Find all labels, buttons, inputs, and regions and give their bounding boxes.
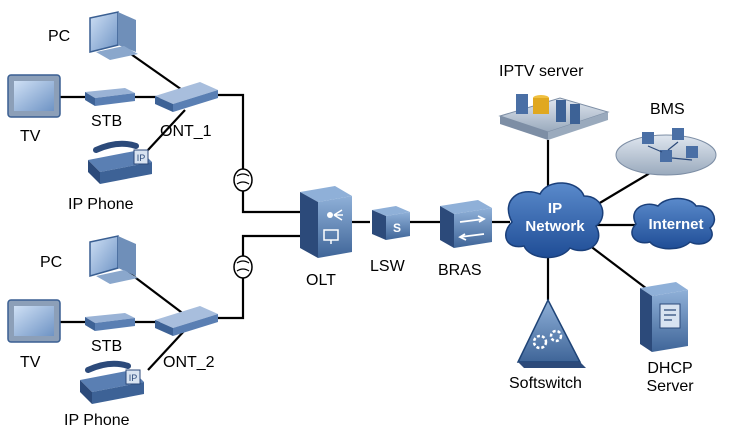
bras-icon: [440, 200, 492, 248]
lsw-label: LSW: [370, 258, 405, 275]
ip-network-cloud-icon: [505, 182, 604, 259]
lsw-icon: S: [372, 206, 410, 240]
tv-icon: [7, 299, 61, 343]
olt-label: OLT: [306, 272, 336, 289]
olt-icon: [300, 186, 352, 258]
pc-icon: [89, 11, 138, 60]
lsw-glyph: S: [393, 221, 401, 235]
ip-phone-label-top: IP Phone: [68, 196, 134, 213]
optical-splitter-icon: [233, 168, 253, 192]
ont-label-bottom: ONT_2: [163, 354, 215, 371]
pc-label-bottom: PC: [40, 254, 63, 271]
pc-label-top: PC: [48, 28, 71, 45]
softswitch-label: Softswitch: [509, 375, 582, 392]
bms-label: BMS: [650, 101, 685, 118]
ip-phone-label-bottom: IP Phone: [64, 412, 130, 429]
svg-text:IP: IP: [129, 373, 138, 383]
ip-network-label-line1: IP: [547, 200, 563, 217]
ip-phone-icon: IP: [80, 360, 144, 404]
internet-cloud-icon: [631, 197, 716, 250]
stb-icon: [85, 88, 135, 106]
stb-label-bottom: STB: [91, 338, 123, 355]
ip-network-label-line2: Network: [525, 218, 585, 235]
ont-icon: [155, 306, 218, 336]
dhcp-server-icon: [640, 282, 688, 352]
softswitch-icon: [516, 298, 586, 368]
dhcp-label-line2: Server: [646, 378, 694, 395]
internet-label: Internet: [648, 216, 704, 233]
ont-label-top: ONT_1: [160, 123, 212, 140]
ip-phone-icon: IP: [88, 140, 152, 184]
bras-label: BRAS: [438, 262, 482, 279]
pc-icon: [89, 235, 138, 284]
dhcp-label-line1: DHCP: [647, 360, 693, 377]
tv-label-top: TV: [20, 128, 41, 145]
svg-text:IP: IP: [137, 153, 146, 163]
tv-label-bottom: TV: [20, 354, 41, 371]
stb-label-top: STB: [91, 113, 123, 130]
iptv-server-label: IPTV server: [499, 63, 584, 80]
iptv-server-icon: [498, 94, 610, 140]
optical-splitter-icon: [233, 255, 253, 279]
stb-icon: [85, 313, 135, 331]
dhcp-server-label: DHCP Server: [640, 360, 700, 396]
tv-icon: [7, 74, 61, 118]
ont-icon: [155, 82, 218, 112]
ip-network-label: IP Network: [520, 200, 590, 236]
bms-icon: [615, 128, 717, 176]
